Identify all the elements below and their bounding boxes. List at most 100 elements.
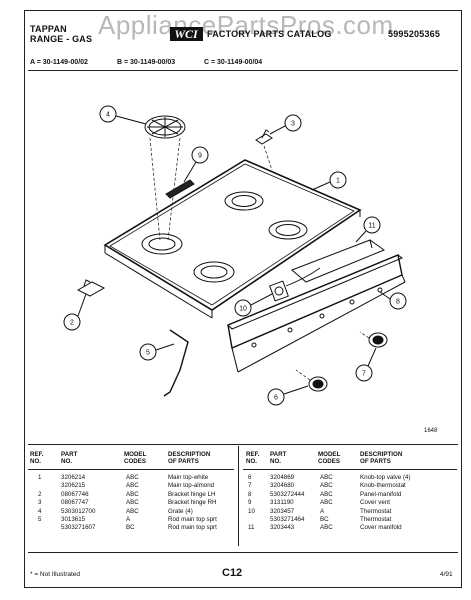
model-c: C = 30-1149-00/04 xyxy=(204,59,263,66)
table-row: 6 xyxy=(248,474,252,481)
table-cell: 5303271607 xyxy=(61,524,96,532)
table-cell: Cover vent xyxy=(360,499,390,507)
thermostat xyxy=(269,267,321,302)
table-top-rule xyxy=(28,444,458,445)
callout-1: 1 xyxy=(336,178,340,185)
table-row: 5 xyxy=(38,516,42,524)
header-rule xyxy=(28,70,458,71)
table-cell: ABC xyxy=(320,499,333,507)
table-cell: 08067747 xyxy=(61,499,89,507)
revision-date: 4/91 xyxy=(440,571,453,578)
table-cell: ABC xyxy=(320,490,333,498)
parts-table-left: 1 2 3 4 5 3206214 3206215 08067746 08067… xyxy=(30,474,236,544)
callout-8: 8 xyxy=(396,299,400,306)
table-cell: Bracket hinge LH xyxy=(168,490,216,498)
header-model-right: MODEL CODES xyxy=(318,451,341,465)
exploded-parts-diagram: 1 2 3 4 5 6 7 8 9 10 11 xyxy=(63,105,407,406)
table-row xyxy=(38,524,41,532)
header-desc-left: DESCRIPTION OF PARTS xyxy=(168,451,211,465)
page-frame xyxy=(24,10,462,588)
figure-number: 1648 xyxy=(424,428,438,434)
table-cell: Cover manifold xyxy=(360,524,402,532)
watermark: AppliancePartsPros.com xyxy=(98,10,394,40)
callout-9: 9 xyxy=(198,153,202,160)
table-cell: ABC xyxy=(126,499,139,507)
table-cell: 5303271464 xyxy=(270,516,305,524)
table-row xyxy=(248,516,255,524)
table-cell: 3206215 xyxy=(61,482,86,490)
table-cell: ABC xyxy=(126,482,139,490)
table-row: 9 xyxy=(248,499,252,507)
right-ref-col: 6 7 8 9 10 11 xyxy=(248,474,255,533)
table-cell: 5303012700 xyxy=(61,507,96,515)
bracket-hinge-rh xyxy=(255,129,273,145)
table-cell: Main top-white xyxy=(168,474,209,481)
table-cell: Knob-thermostat xyxy=(360,482,406,490)
table-row: 8 xyxy=(248,490,252,498)
model-b: B = 30-1149-00/03 xyxy=(117,59,176,66)
knob-top-valve xyxy=(295,369,328,392)
table-cell: ABC xyxy=(320,482,333,490)
table-cell: 3203457 xyxy=(270,507,295,515)
callout-5: 5 xyxy=(146,350,150,357)
table-row: 11 xyxy=(248,524,255,532)
callout-11: 11 xyxy=(368,223,375,230)
table-cell: Main top-almond xyxy=(168,482,215,490)
bracket-hinge-lh xyxy=(76,279,106,297)
cover-manifold xyxy=(291,239,386,283)
table-cell: Rod main top sprt xyxy=(168,516,217,524)
table-cell: A xyxy=(126,516,131,524)
table-cell: Rod main top sprt xyxy=(168,524,217,532)
left-ref-col: 1 2 3 4 5 xyxy=(38,474,41,533)
header-underline-right xyxy=(243,469,457,470)
table-cell: Knob-top valve (4) xyxy=(360,474,411,481)
table-row: 3 xyxy=(38,499,42,507)
header-desc-right: DESCRIPTION OF PARTS xyxy=(360,451,403,465)
callout-10: 10 xyxy=(239,306,247,313)
table-cell: 08067746 xyxy=(61,490,89,498)
knob-thermostat xyxy=(359,331,388,348)
catalog-title: FACTORY PARTS CATALOG xyxy=(207,29,332,39)
catalog-number: 5995205365 xyxy=(388,29,441,39)
left-model-col: ABC ABC ABC ABC ABC A BC xyxy=(126,474,139,533)
not-illustrated-note: * = Not Illustrated xyxy=(30,571,81,578)
table-cell: ABC xyxy=(126,490,139,498)
table-cell: BC xyxy=(126,524,135,532)
vent-cover xyxy=(165,179,195,199)
callout-2: 2 xyxy=(70,320,74,327)
main-top xyxy=(103,159,362,311)
table-row: 10 xyxy=(248,507,255,515)
table-cell: 3206214 xyxy=(61,474,86,481)
table-cell: ABC xyxy=(320,474,333,481)
table-cell: Thermostat xyxy=(360,507,392,515)
header-underline-left xyxy=(28,469,234,470)
table-cell: Panel-manifold xyxy=(360,490,402,498)
table-cell: 5303272444 xyxy=(270,490,305,498)
table-cell: ABC xyxy=(320,524,333,532)
callout-7: 7 xyxy=(362,371,366,378)
table-cell: Grate (4) xyxy=(168,507,193,515)
callout-6: 6 xyxy=(274,395,278,402)
table-row: 7 xyxy=(248,482,252,490)
table-cell: ABC xyxy=(126,474,139,481)
parts-table-right: 6 7 8 9 10 11 3204869 3204680 5303272444… xyxy=(246,474,458,544)
table-cell: 3131190 xyxy=(270,499,294,507)
left-part-col: 3206214 3206215 08067746 08067747 530301… xyxy=(61,474,95,533)
header-part-right: PART NO. xyxy=(270,451,287,465)
callout-3: 3 xyxy=(291,121,295,128)
table-cell: 3204680 xyxy=(270,482,295,490)
callout-4: 4 xyxy=(106,112,110,119)
manifold-panel xyxy=(227,254,406,373)
brand: TAPPAN xyxy=(30,24,67,34)
svg-text:WCI: WCI xyxy=(174,27,199,41)
table-row: 1 xyxy=(38,474,42,481)
model-a: A = 30-1149-00/02 xyxy=(30,59,88,66)
grate xyxy=(144,115,186,139)
table-row xyxy=(38,482,41,490)
table-cell: 3204869 xyxy=(270,474,295,481)
footer-rule xyxy=(28,552,458,553)
table-cell: Bracket hinge RH xyxy=(168,499,217,507)
table-row: 4 xyxy=(38,507,42,515)
table-divider xyxy=(238,446,239,546)
header-ref-left: REF. NO. xyxy=(30,451,44,465)
